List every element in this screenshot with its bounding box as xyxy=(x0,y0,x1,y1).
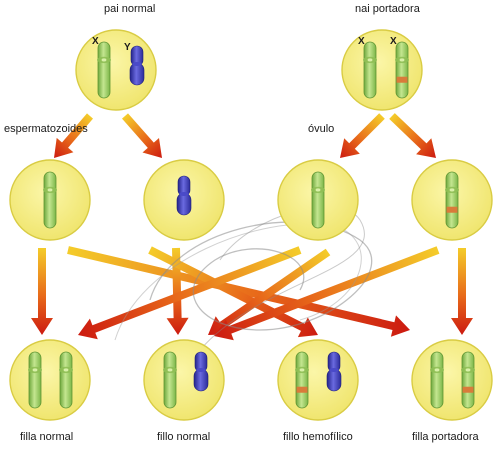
cell-membrane xyxy=(411,339,493,421)
hemophilia-band xyxy=(296,386,308,393)
arrow-layer xyxy=(31,113,473,341)
arrow-mother-to-egg-carrier xyxy=(389,113,436,158)
cell-membrane xyxy=(143,339,225,421)
arrow-spermx-to-daughter-normal xyxy=(31,248,53,335)
cell-egg-carrier xyxy=(411,159,493,241)
y-chromosome xyxy=(129,45,145,86)
cell-sperm-x xyxy=(9,159,91,241)
cell-son-hemophilic xyxy=(277,339,359,421)
arrow-spermy-to-son-normal xyxy=(166,247,189,335)
cell-son-normal xyxy=(143,339,225,421)
label-son-normal: fillo normal xyxy=(157,431,211,443)
arrow-egg-carrier-to-son-hemophilic xyxy=(214,246,440,341)
label-son-hemophilic: fillo hemofílico xyxy=(283,431,353,443)
cell-mother xyxy=(341,29,423,111)
label-father: pai normal xyxy=(104,3,156,15)
x-mark-father: X xyxy=(92,36,99,47)
label-egg: óvulo xyxy=(308,123,335,135)
x-mark-mother-left: X xyxy=(358,36,365,47)
cell-egg-normal xyxy=(277,159,359,241)
y-chromosome xyxy=(326,351,342,392)
y-mark-father: Y xyxy=(124,42,131,53)
hemophilia-band xyxy=(446,206,458,213)
cell-daughter-normal xyxy=(9,339,91,421)
cell-membrane xyxy=(341,29,423,111)
y-chromosome xyxy=(193,351,209,392)
hemophilia-band xyxy=(396,76,408,83)
cell-membrane xyxy=(9,339,91,421)
hemophilia-band xyxy=(462,386,474,393)
label-daughter-normal: filla normal xyxy=(20,431,74,443)
arrow-mother-to-egg-normal xyxy=(340,113,385,158)
x-mark-mother-right: X xyxy=(390,36,397,47)
arrow-egg-carrier-to-daughter-carrier xyxy=(451,248,473,335)
cell-father xyxy=(75,29,157,111)
label-mother: nai portadora xyxy=(355,3,420,15)
arrow-father-to-sperm-x xyxy=(54,113,93,158)
cell-membrane xyxy=(277,339,359,421)
y-chromosome xyxy=(176,175,192,216)
arrow-egg-normal-to-daughter-normal xyxy=(78,246,302,340)
arrow-father-to-sperm-y xyxy=(122,113,162,158)
cell-sperm-y xyxy=(143,159,225,241)
cell-daughter-carrier xyxy=(411,339,493,421)
label-sperm: espermatozoides xyxy=(4,123,88,135)
cell-layer xyxy=(9,29,493,421)
arrow-egg-normal-to-son-normal xyxy=(208,248,331,335)
label-daughter-carrier: filla portadora xyxy=(412,431,479,443)
